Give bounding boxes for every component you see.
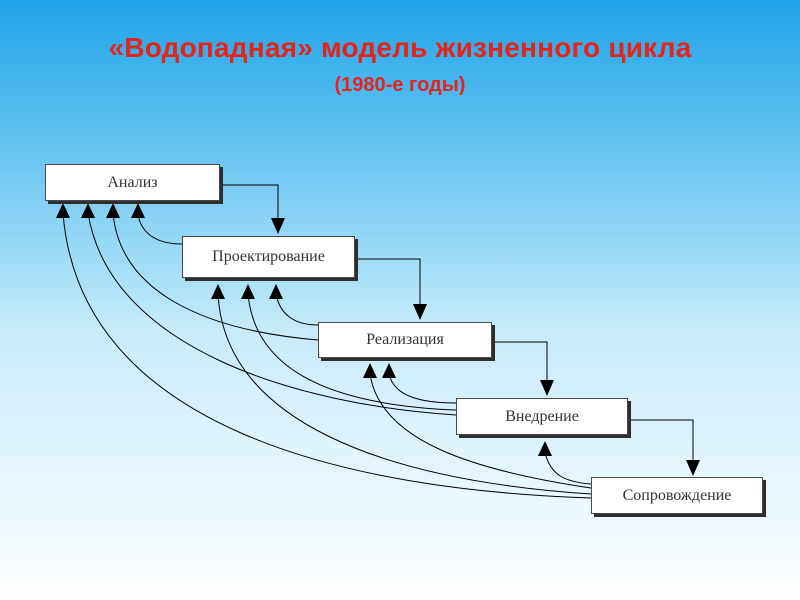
arrowhead-down-design	[271, 218, 285, 234]
arrowhead-up-design-1	[211, 284, 225, 299]
arrowhead-up-design-2	[241, 284, 255, 299]
flow-arrow-deployment-maintenance	[630, 419, 694, 462]
arrowhead-down-implementation	[413, 304, 427, 320]
arrowhead-up-analysis-4	[131, 203, 145, 218]
feedback-curve-maintenance-to-design	[217, 293, 592, 495]
feedback-curve-maintenance-to-implementation	[369, 373, 592, 489]
arrowhead-up-deployment-1	[538, 441, 552, 456]
stage-label-deployment: Внедрение	[505, 407, 579, 425]
arrowhead-up-implementation-1	[363, 363, 377, 378]
flow-arrow-analysis-design	[222, 184, 279, 220]
feedback-curve-deployment-to-analysis	[87, 212, 457, 416]
feedback-curve-design-to-analysis	[137, 212, 183, 245]
stage-box-analysis: Анализ	[45, 164, 220, 201]
arrowhead-up-analysis-2	[81, 203, 95, 218]
arrowhead-down-maintenance	[686, 460, 700, 476]
stage-box-deployment: Внедрение	[456, 398, 628, 435]
stage-label-analysis: Анализ	[107, 173, 158, 191]
stage-box-design: Проектирование	[182, 236, 355, 278]
stage-label-design: Проектирование	[212, 248, 325, 265]
arrowhead-up-analysis-1	[56, 203, 70, 218]
arrowhead-down-deployment	[540, 380, 554, 396]
stage-box-implementation: Реализация	[318, 322, 492, 358]
arrowhead-up-implementation-2	[382, 363, 396, 378]
flow-arrow-implementation-deployment	[494, 341, 548, 382]
stage-label-maintenance: Сопровождение	[622, 486, 732, 504]
slide-title: «Водопадная» модель жизненного цикла	[108, 32, 692, 63]
feedback-curve-maintenance-to-deployment	[544, 451, 592, 485]
feedback-curve-implementation-to-analysis	[112, 212, 319, 341]
stage-box-maintenance: Сопровождение	[591, 477, 763, 514]
feedback-curve-deployment-to-implementation	[388, 373, 457, 404]
feedback-curve-maintenance-to-analysis	[62, 212, 592, 499]
flow-arrow-design-implementation	[357, 258, 421, 306]
arrowhead-up-analysis-3	[106, 203, 120, 218]
slide-subtitle: (1980-е годы)	[334, 74, 466, 96]
feedback-curve-deployment-to-design	[247, 293, 457, 411]
arrowhead-up-design-3	[269, 284, 283, 299]
stage-label-implementation: Реализация	[366, 331, 444, 348]
